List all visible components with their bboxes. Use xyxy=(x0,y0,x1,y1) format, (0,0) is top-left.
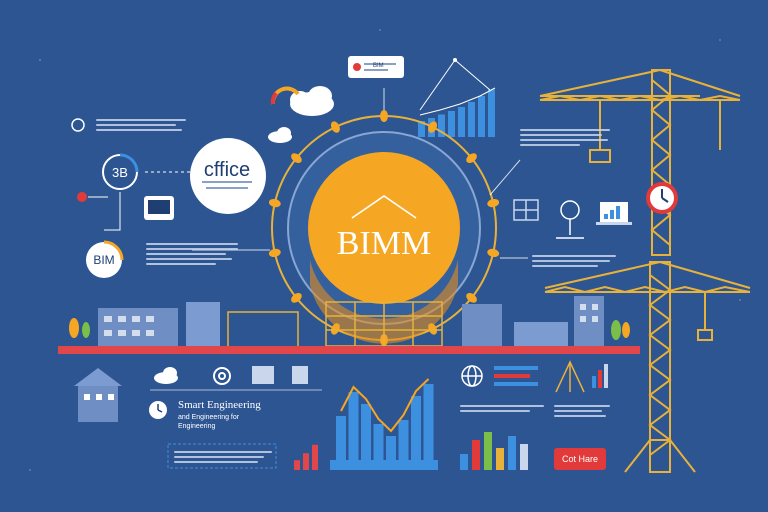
small-bar-2 xyxy=(312,444,318,470)
cloud-icon-bottom xyxy=(154,367,178,384)
bottom-bar-0 xyxy=(460,454,468,470)
hub-connector-10 xyxy=(268,248,281,258)
center-bar-4 xyxy=(386,436,396,460)
gauge-bottom xyxy=(86,240,124,278)
hub-connector-11 xyxy=(268,198,281,208)
office-card xyxy=(190,138,266,214)
note-card xyxy=(348,56,404,78)
chat-icon xyxy=(71,118,85,132)
small-bar-1 xyxy=(303,453,309,470)
text-block-bottom-right-1 xyxy=(460,402,544,415)
top-bar-4 xyxy=(458,107,465,137)
center-bar-2 xyxy=(361,404,371,460)
center-trend-line xyxy=(340,378,430,433)
top-bar-0 xyxy=(418,121,425,137)
gauge-top xyxy=(102,153,139,190)
hub-connector-12 xyxy=(291,153,302,164)
top-bar-3 xyxy=(448,111,455,137)
top-bar-5 xyxy=(468,102,475,137)
lightbulb-icon xyxy=(556,200,584,239)
progress-bars xyxy=(494,366,538,386)
laptop-chart-icon xyxy=(596,202,632,225)
bottom-bar-5 xyxy=(520,444,528,470)
hub-connector-9 xyxy=(291,292,302,303)
top-bar-trend-line xyxy=(419,87,496,116)
center-bar-0 xyxy=(336,416,346,460)
bottom-bar-2 xyxy=(484,432,492,470)
small-bar-chart xyxy=(294,444,318,470)
note-label: BIM xyxy=(373,63,384,69)
hub-connectors xyxy=(268,110,500,346)
hub-connector-3 xyxy=(487,198,500,208)
info-box-text xyxy=(174,448,272,466)
bottom-bar-4 xyxy=(508,436,516,470)
text-block-right-top xyxy=(520,126,610,149)
building-icon xyxy=(74,368,122,422)
document-icon xyxy=(252,366,308,384)
background-decor xyxy=(29,29,741,471)
hub-connector-0 xyxy=(380,110,388,122)
office-card-title: cffice xyxy=(204,159,250,181)
status-dot xyxy=(77,192,87,202)
text-block-bottom-right-2 xyxy=(554,402,610,420)
center-chart-base xyxy=(330,460,438,470)
crane-lower xyxy=(544,261,751,473)
bim-title: BIMM xyxy=(337,225,431,262)
hub-connector-8 xyxy=(330,323,340,335)
cloud-icon xyxy=(290,86,334,116)
smart-sub1: and Engineering for xyxy=(178,414,240,421)
connector-lines xyxy=(192,88,528,259)
globe-icon xyxy=(461,365,483,387)
crane-upper xyxy=(539,69,741,256)
center-bar-6 xyxy=(411,396,421,460)
bottom-bar-chart xyxy=(460,432,528,470)
bottom-bar-1 xyxy=(472,440,480,470)
scaffolding xyxy=(325,301,443,347)
hub-connector-1 xyxy=(428,121,438,133)
text-block-right-mid xyxy=(532,252,616,270)
text-block-left-top xyxy=(96,116,186,134)
tripod-icon xyxy=(555,360,585,393)
text-block-left-mid xyxy=(146,240,238,268)
hub-connector-5 xyxy=(466,292,477,303)
mini-bars-right xyxy=(592,364,608,388)
ground-bar xyxy=(58,346,640,354)
cloud-small-icon xyxy=(268,127,292,143)
smart-title: Smart Engineering xyxy=(178,399,261,411)
hub-connector-4 xyxy=(487,248,500,258)
gear-icon xyxy=(213,367,231,385)
small-bar-0 xyxy=(294,460,300,470)
hub-connector-2 xyxy=(466,153,477,164)
skyline xyxy=(69,296,630,349)
gauge-top-value: 3B xyxy=(112,165,128,180)
clock-icon xyxy=(646,182,678,214)
center-bar-5 xyxy=(398,420,409,460)
top-bar-6 xyxy=(478,96,485,137)
bottom-bar-3 xyxy=(496,448,504,470)
window-icon xyxy=(513,199,539,221)
hub-connector-13 xyxy=(330,121,340,133)
center-bar-1 xyxy=(348,392,359,460)
info-box xyxy=(167,443,277,469)
cta-button[interactable]: Cot Hare xyxy=(554,448,606,470)
gauge-bottom-value: BIM xyxy=(93,253,114,267)
center-bar-7 xyxy=(423,384,434,460)
smart-sub2: Engineering xyxy=(178,423,215,430)
clock-icon-bottom xyxy=(149,401,167,419)
monitor-icon xyxy=(144,196,174,220)
center-bar-3 xyxy=(373,424,384,460)
hub-connector-6 xyxy=(428,323,438,335)
top-bar-7 xyxy=(488,89,495,137)
top-bar-2 xyxy=(438,114,445,137)
center-bar-chart xyxy=(336,384,434,460)
